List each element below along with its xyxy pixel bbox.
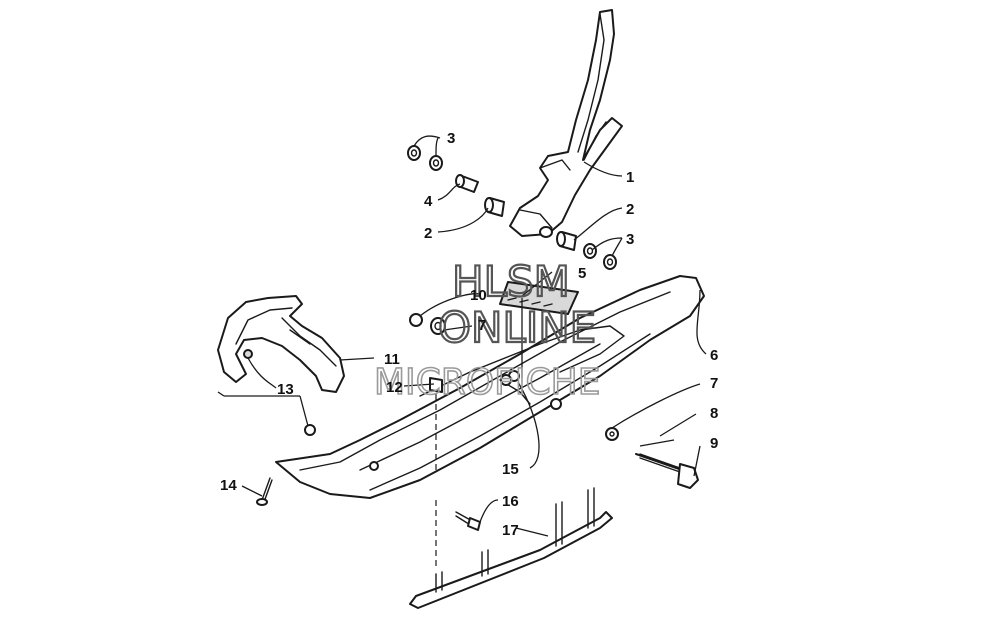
callout-3-left: 3: [447, 130, 455, 147]
bushing-right: [556, 231, 577, 251]
callout-8: 8: [710, 405, 718, 422]
watermark: HLSM ONLINE MICROFICHE: [373, 256, 601, 404]
washer-right-outer: [603, 254, 617, 270]
ski-loop: [217, 295, 345, 393]
callout-2-right: 2: [626, 201, 634, 218]
leader-lines: [217, 135, 707, 537]
callout-13: 13: [277, 381, 294, 398]
watermark-line-3: MICROFICHE: [374, 362, 600, 403]
callout-2-left: 2: [424, 225, 432, 242]
callout-17: 17: [502, 522, 519, 539]
callout-9: 9: [710, 435, 718, 452]
callout-5: 5: [578, 265, 586, 282]
callout-6: 6: [710, 347, 718, 364]
sleeve-part-4: [455, 174, 479, 193]
washer-left-outer: [407, 145, 421, 161]
callout-labels: 1 2 2 3 3 4 5 6 7 7 8 9 10 11 12 13 14 1…: [220, 130, 718, 539]
callout-14: 14: [220, 477, 237, 494]
nut-part-7-upper: [409, 313, 423, 327]
nut-part-13: [304, 424, 316, 436]
bolt-part-9: [635, 453, 699, 489]
watermark-line-2: ONLINE: [438, 303, 596, 352]
callout-4: 4: [424, 193, 433, 210]
washer-right-inner: [583, 243, 597, 259]
washer-left-inner: [429, 155, 443, 171]
callout-11: 11: [384, 351, 400, 368]
callout-1: 1: [626, 169, 634, 186]
callout-16: 16: [502, 493, 519, 510]
nut-part-12: [429, 377, 443, 393]
callout-7-lower: 7: [710, 375, 718, 392]
callout-3-right: 3: [626, 231, 634, 248]
bushing-left: [484, 197, 505, 217]
callout-7-upper: 7: [478, 317, 486, 334]
washer-part-7-upper: [430, 317, 446, 335]
mounting-block: [499, 281, 579, 315]
callout-15: 15: [502, 461, 519, 478]
spindle-arm: [509, 9, 623, 238]
bolt-part-14: [256, 477, 273, 506]
stud-part-15: [500, 370, 520, 386]
washer-part-7-lower: [605, 427, 619, 441]
bolt-part-16: [455, 511, 481, 531]
callout-10: 10: [470, 287, 487, 304]
watermark-line-1: HLSM: [452, 257, 570, 306]
wear-bar-part-17: [409, 487, 613, 609]
callout-12: 12: [386, 379, 403, 396]
